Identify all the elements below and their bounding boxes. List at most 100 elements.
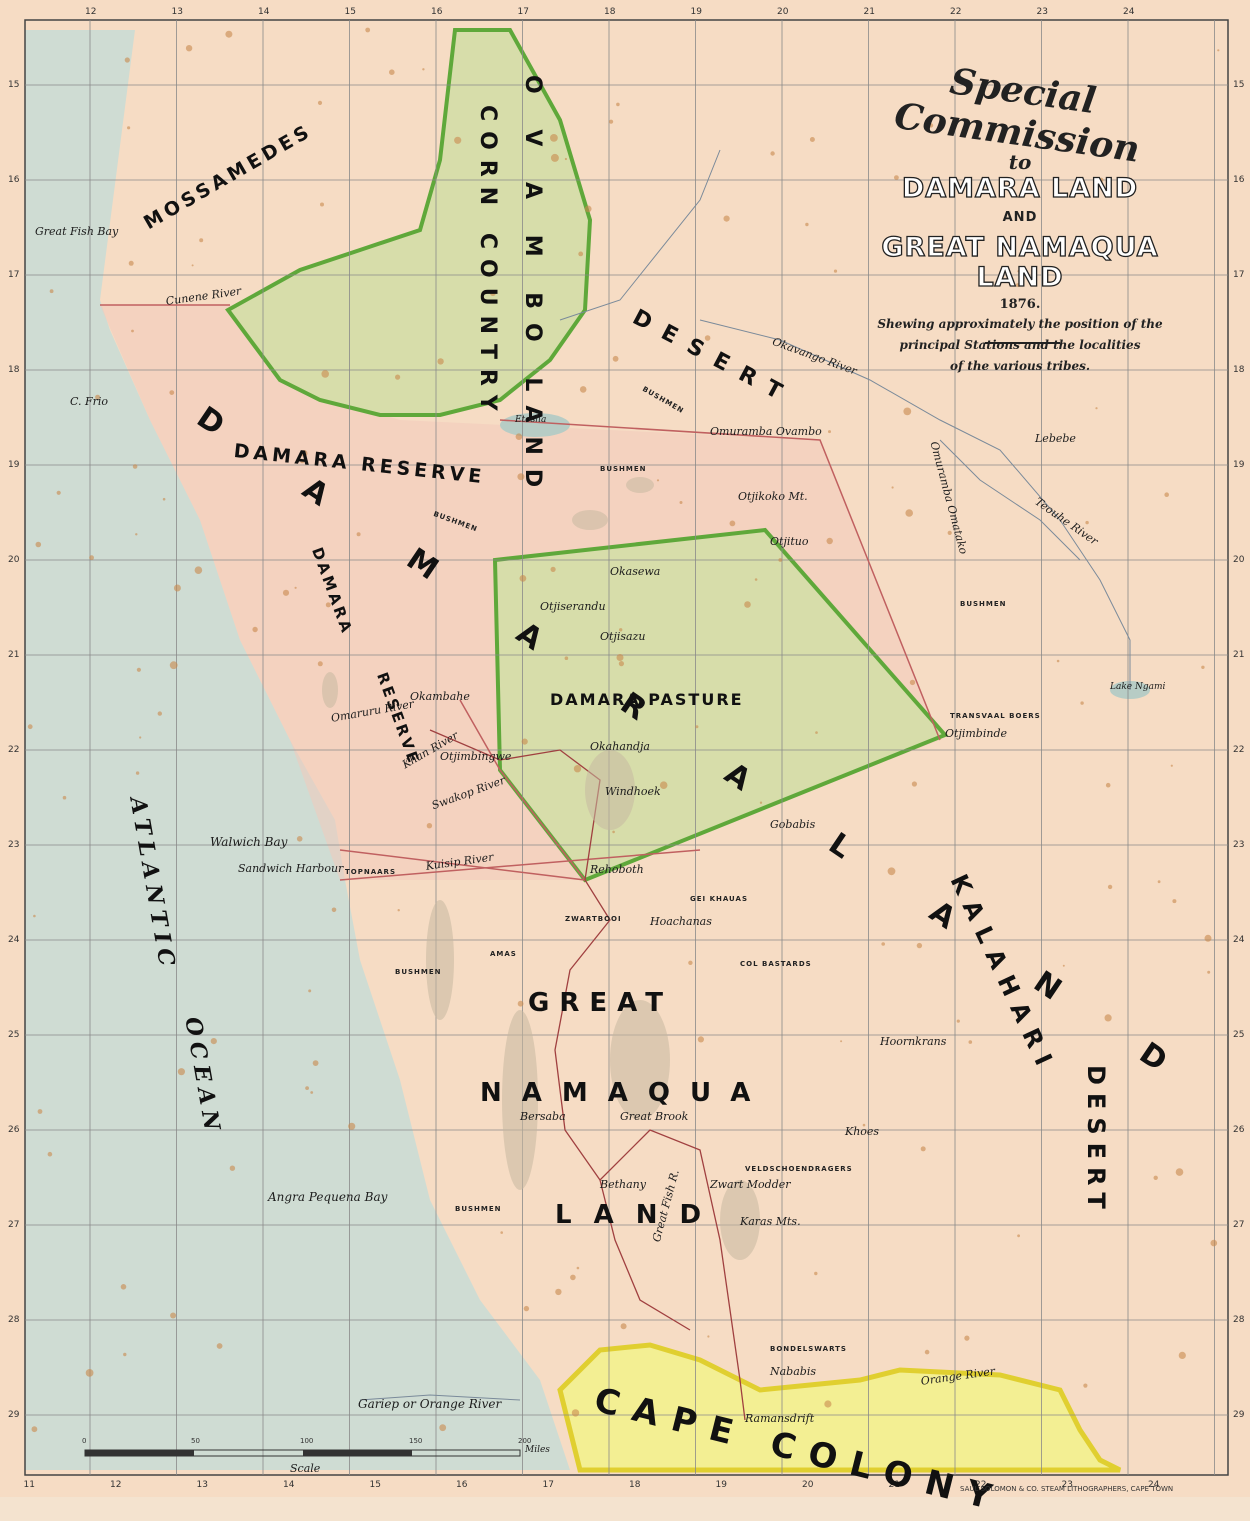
foxing-spot bbox=[194, 566, 203, 574]
foxing-spot bbox=[317, 100, 323, 105]
tick-top-longitude: 14 bbox=[258, 7, 270, 17]
place-otjimbingwe: Otjimbingwe bbox=[440, 750, 512, 763]
foxing-spot bbox=[659, 781, 668, 789]
foxing-spot bbox=[578, 251, 584, 257]
scale-mark: 0 bbox=[82, 1437, 87, 1445]
foxing-spot bbox=[947, 530, 952, 536]
place-hoornkrans: Hoornkrans bbox=[880, 1035, 947, 1048]
tick-bottom-longitude: 16 bbox=[456, 1480, 468, 1490]
foxing-spot bbox=[1085, 520, 1089, 525]
foxing-spot bbox=[356, 532, 361, 537]
foxing-spot bbox=[754, 578, 758, 581]
foxing-spot bbox=[132, 464, 138, 469]
scale-mark: 50 bbox=[191, 1437, 200, 1445]
foxing-spot bbox=[697, 1036, 705, 1043]
tick-right-latitude: 24 bbox=[1233, 935, 1245, 945]
foxing-spot bbox=[584, 205, 592, 213]
foxing-spot bbox=[1056, 659, 1060, 663]
tribe-amas: AMAS bbox=[490, 950, 517, 958]
foxing-spot bbox=[1107, 884, 1113, 890]
foxing-spot bbox=[695, 725, 699, 729]
tick-right-latitude: 19 bbox=[1233, 460, 1245, 470]
foxing-spot bbox=[365, 27, 371, 33]
tick-left-latitude: 23 bbox=[8, 840, 20, 850]
foxing-spot bbox=[576, 1266, 580, 1270]
title-description-1: Shewing approximately the position of th… bbox=[877, 317, 1163, 331]
foxing-spot bbox=[564, 157, 568, 161]
foxing-spot bbox=[555, 1288, 562, 1296]
label-ovamboland: O V A M BO LAND bbox=[520, 75, 545, 502]
foxing-spot bbox=[704, 335, 711, 341]
place-okambahe: Okambahe bbox=[410, 690, 470, 703]
foxing-spot bbox=[1217, 49, 1220, 52]
foxing-spot bbox=[916, 942, 923, 949]
tick-right-latitude: 25 bbox=[1233, 1030, 1245, 1040]
tick-left-latitude: 19 bbox=[8, 460, 20, 470]
tribe-veldschoendragers: VELDSCHOENDRAGERS bbox=[745, 1165, 853, 1173]
tick-left-latitude: 25 bbox=[8, 1030, 20, 1040]
foxing-spot bbox=[225, 30, 233, 38]
foxing-spot bbox=[517, 473, 525, 481]
tick-right-latitude: 21 bbox=[1233, 650, 1245, 660]
place-bethany: Bethany bbox=[600, 1178, 646, 1191]
scale-label: Scale bbox=[290, 1462, 321, 1475]
title-and: AND bbox=[1002, 210, 1038, 225]
foxing-spot bbox=[62, 795, 67, 800]
tick-left-latitude: 22 bbox=[8, 745, 20, 755]
foxing-spot bbox=[229, 1165, 236, 1171]
place-nababis: Nababis bbox=[770, 1365, 816, 1378]
foxing-spot bbox=[320, 202, 324, 207]
tick-left-latitude: 16 bbox=[8, 175, 20, 185]
tick-top-longitude: 15 bbox=[344, 7, 356, 17]
tick-left-latitude: 15 bbox=[8, 80, 20, 90]
tick-bottom-longitude: 12 bbox=[110, 1480, 122, 1490]
title-great-namaqua: GREAT NAMAQUA bbox=[881, 232, 1159, 263]
place-ramansdrift: Ramansdrift bbox=[745, 1412, 815, 1425]
place-c-frio: C. Frio bbox=[70, 395, 109, 408]
place-windhoek: Windhoek bbox=[605, 785, 661, 798]
foxing-spot bbox=[770, 151, 775, 156]
tick-right-latitude: 27 bbox=[1233, 1220, 1245, 1230]
foxing-spot bbox=[571, 1409, 580, 1417]
foxing-spot bbox=[56, 490, 61, 495]
tick-top-longitude: 13 bbox=[171, 7, 183, 17]
foxing-spot bbox=[1210, 1239, 1218, 1247]
foxing-spot bbox=[47, 1151, 53, 1157]
foxing-spot bbox=[609, 119, 614, 124]
foxing-spot bbox=[321, 370, 330, 378]
foxing-spot bbox=[162, 497, 166, 501]
boundary-lines bbox=[100, 304, 941, 881]
foxing-spot bbox=[579, 386, 587, 393]
foxing-spot bbox=[252, 626, 258, 633]
foxing-spot bbox=[656, 479, 660, 482]
tribe-topnaars: TOPNAARS bbox=[345, 868, 396, 876]
tick-bottom-longitude: 19 bbox=[715, 1480, 727, 1490]
foxing-spot bbox=[905, 509, 913, 517]
foxing-spot bbox=[305, 1086, 309, 1090]
tick-top-longitude: 20 bbox=[777, 7, 789, 17]
tribe-bushmen-6: BUSHMEN bbox=[455, 1205, 502, 1213]
tribe-col-bastards: COL BASTARDS bbox=[740, 960, 812, 968]
tick-bottom-longitude: 14 bbox=[283, 1480, 295, 1490]
foxing-spot bbox=[891, 486, 894, 489]
foxing-spot bbox=[489, 290, 496, 296]
foxing-spot bbox=[911, 781, 918, 787]
cape-colony-area bbox=[557, 1342, 1122, 1473]
foxing-spot bbox=[618, 661, 625, 667]
foxing-spot bbox=[395, 374, 401, 380]
foxing-spot bbox=[139, 736, 142, 739]
tick-bottom-longitude: 23 bbox=[1061, 1480, 1073, 1490]
label-great: GREAT bbox=[528, 988, 673, 1018]
foxing-spot bbox=[325, 602, 331, 608]
tick-right-latitude: 18 bbox=[1233, 365, 1245, 375]
tick-bottom-longitude: 11 bbox=[23, 1480, 35, 1490]
foxing-spot bbox=[612, 355, 619, 362]
foxing-spot bbox=[881, 942, 885, 946]
foxing-spot bbox=[619, 628, 623, 632]
tick-top-longitude: 23 bbox=[1036, 7, 1048, 17]
scale-bar bbox=[84, 1449, 521, 1457]
foxing-spot bbox=[426, 823, 433, 829]
foxing-spot bbox=[127, 126, 131, 130]
foxing-spot bbox=[1016, 283, 1020, 288]
